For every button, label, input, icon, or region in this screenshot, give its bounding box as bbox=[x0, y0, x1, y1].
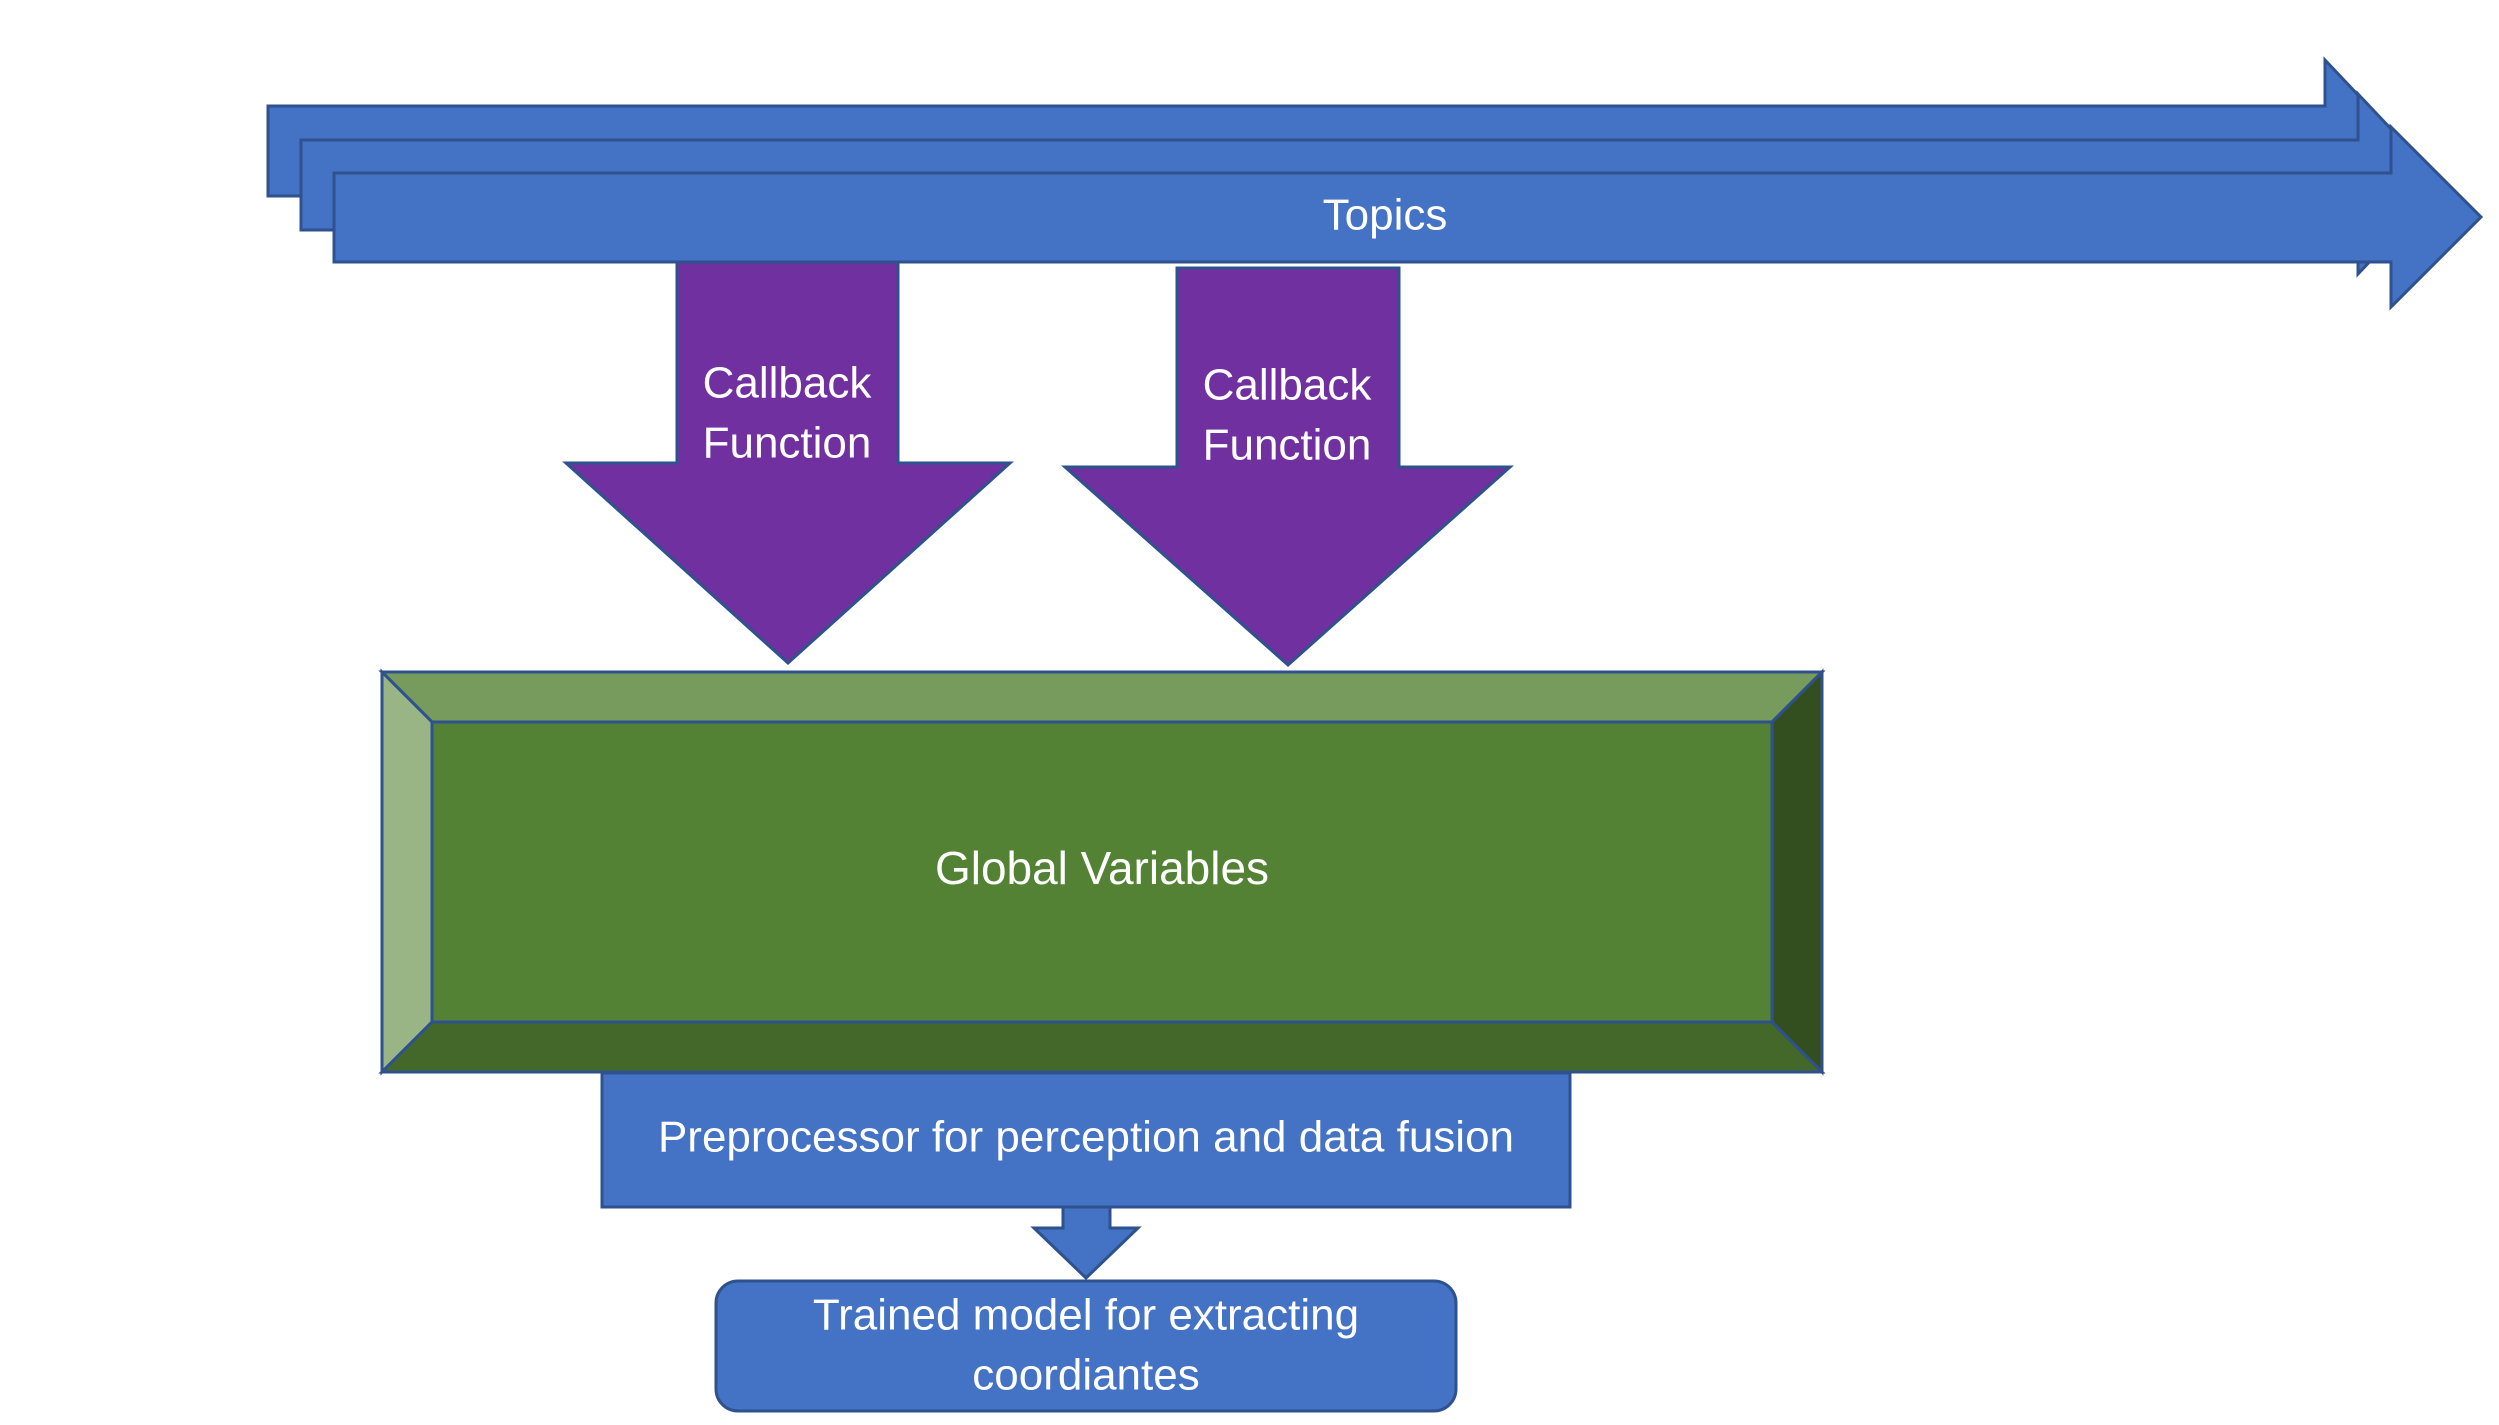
callback-2-label-line1: Callback bbox=[1203, 361, 1373, 410]
global-variables-label: Global Variables bbox=[935, 842, 1269, 894]
bevel-face bbox=[430, 720, 1774, 1024]
callback-arrow-1 bbox=[562, 260, 1014, 666]
topics-label: Topics bbox=[1323, 191, 1448, 240]
trained-model-label-line2: coordiantes bbox=[972, 1351, 1199, 1400]
callback-1-label-line2: Function bbox=[703, 419, 872, 468]
bevel-top bbox=[378, 670, 1826, 724]
callback-2-label-line2: Function bbox=[1203, 421, 1372, 470]
trained-model-label-line1: Trained model for extracting bbox=[813, 1291, 1359, 1340]
small-down-arrow bbox=[1030, 1205, 1142, 1281]
bevel-bottom bbox=[378, 1020, 1826, 1074]
trained-model-box bbox=[714, 1279, 1458, 1413]
callback-1-label-line1: Callback bbox=[703, 359, 873, 408]
preprocessor-label: Preprocessor for perception and data fus… bbox=[658, 1113, 1514, 1162]
bevel-left bbox=[380, 668, 434, 1076]
callback-arrow-2 bbox=[1061, 266, 1514, 668]
global-variables-block bbox=[378, 668, 1826, 1076]
bevel-right bbox=[1770, 668, 1824, 1076]
preprocessor-box bbox=[600, 1071, 1572, 1209]
